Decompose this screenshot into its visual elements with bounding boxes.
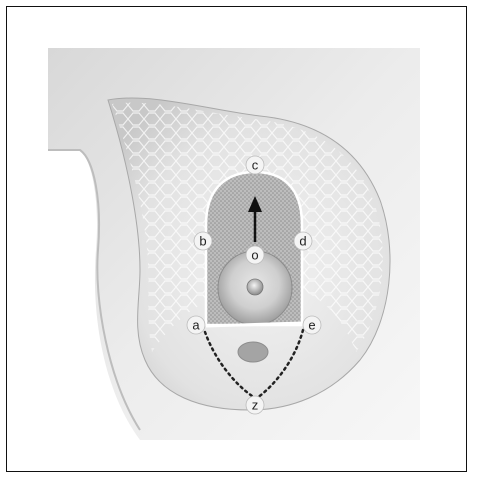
excision-ellipse bbox=[238, 342, 268, 362]
label-d: d bbox=[294, 232, 312, 250]
label-b-text: b bbox=[199, 234, 206, 249]
label-o-text: o bbox=[251, 248, 258, 263]
label-d-text: d bbox=[299, 234, 306, 249]
label-c: c bbox=[246, 156, 264, 174]
nipple bbox=[247, 279, 263, 295]
label-c-text: c bbox=[252, 158, 259, 173]
label-z-text: z bbox=[252, 398, 259, 413]
label-e-text: e bbox=[308, 318, 315, 333]
label-a-text: a bbox=[192, 318, 200, 333]
label-z: z bbox=[246, 396, 264, 414]
label-o: o bbox=[246, 246, 264, 264]
label-a: a bbox=[187, 316, 205, 334]
label-e: e bbox=[303, 316, 321, 334]
label-b: b bbox=[194, 232, 212, 250]
